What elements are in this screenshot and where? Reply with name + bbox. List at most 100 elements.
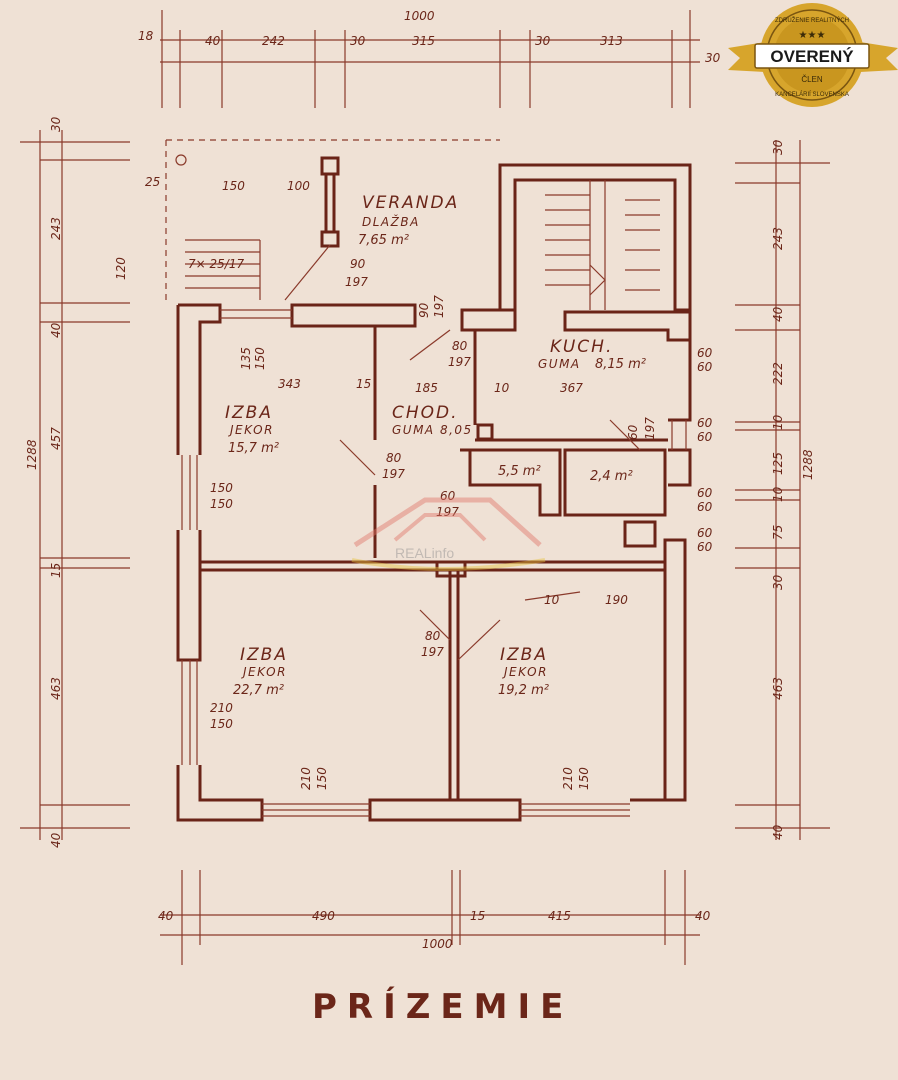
right-dimensions: 1288 30 243 40 222 10 125 10 75 30 463 4… <box>771 139 815 840</box>
dim-window: 150 <box>315 767 329 790</box>
room-izba-1: IZBA JEKOR 15,7 m² <box>225 403 279 456</box>
dim-door: 80 <box>425 629 441 643</box>
dim-left-part: 30 <box>49 116 63 132</box>
dim-bottom-part: 415 <box>548 909 571 923</box>
dim-opening: 60 <box>697 346 713 360</box>
room-floor: GUMA 8,05 <box>392 423 473 437</box>
dim-right-part: 10 <box>771 414 785 430</box>
dim-top-part: 40 <box>205 34 221 48</box>
dim-door: 60 <box>440 489 456 503</box>
dim-opening: 60 <box>697 430 713 444</box>
room-width-dimensions: 343 15 185 10 367 10 190 <box>278 377 628 607</box>
room-name: VERANDA <box>362 193 459 213</box>
dimension-lines <box>20 10 830 965</box>
dim-right-part: 30 <box>771 139 785 155</box>
dim-window: 150 <box>210 481 233 495</box>
room-veranda: VERANDA DLAŽBA 7,65 m² <box>358 193 459 248</box>
room-area: 5,5 m² <box>498 464 541 479</box>
dim-top-part: 30 <box>350 34 366 48</box>
room-area: 7,65 m² <box>358 233 409 248</box>
badge-sub: ČLEN <box>801 75 823 84</box>
dim-opening: 60 <box>697 540 713 554</box>
room-name: IZBA <box>225 403 273 423</box>
dim-top-total: 1000 <box>404 9 435 23</box>
room-area: 8,15 m² <box>595 357 646 372</box>
dim-door: 197 <box>448 355 471 369</box>
dim-veranda: 100 <box>287 179 310 193</box>
room-area: 19,2 m² <box>498 683 549 698</box>
room-name: IZBA <box>500 645 548 665</box>
room-floor: JEKOR <box>241 665 287 679</box>
dim-door: 197 <box>421 645 444 659</box>
stairs-label: 7× 25/17 <box>188 257 244 271</box>
dim-room: 10 <box>544 593 560 607</box>
dim-left-total: 1288 <box>25 439 39 470</box>
dim-right-part: 40 <box>771 306 785 322</box>
dim-bottom-part: 40 <box>695 909 711 923</box>
room-floor: JEKOR <box>502 665 548 679</box>
badge-main: OVERENÝ <box>770 47 854 66</box>
badge-bottom-ring: KANCELÁRIÍ SLOVENSKA <box>775 91 849 98</box>
window-dimensions: 135 150 150 150 210 150 210 150 210 150 <box>210 347 591 790</box>
dim-right-part: 75 <box>771 525 785 540</box>
dim-opening: 60 <box>697 486 713 500</box>
badge-top-ring: ZDRUŽENIE REALITNÝCH <box>775 16 849 24</box>
dim-right-part: 30 <box>771 574 785 590</box>
dim-room: 190 <box>605 593 628 607</box>
dim-top-part: 18 <box>138 29 154 43</box>
veranda-dimensions: 25 150 100 7× 25/17 <box>145 175 310 271</box>
dim-right-part: 125 <box>771 452 785 475</box>
room-floor: DLAŽBA <box>362 214 420 229</box>
dim-room: 10 <box>494 381 510 395</box>
dim-opening: 60 <box>697 500 713 514</box>
dim-top-part: 30 <box>535 34 551 48</box>
dim-door: 197 <box>643 417 657 440</box>
windows <box>181 309 687 817</box>
dim-veranda: 25 <box>145 175 160 189</box>
dim-window: 150 <box>577 767 591 790</box>
room-area: 22,7 m² <box>233 683 284 698</box>
dim-door: 80 <box>386 451 402 465</box>
room-name: IZBA <box>240 645 288 665</box>
dim-opening: 60 <box>697 526 713 540</box>
room-floor: JEKOR <box>228 423 274 437</box>
verified-member-badge: OVERENÝ ★★★ ČLEN ZDRUŽENIE REALITNÝCH KA… <box>728 3 898 107</box>
dim-opening: 60 <box>697 416 713 430</box>
room-kitchen: KUCH. GUMA 8,15 m² <box>538 337 646 372</box>
room-floor: GUMA <box>538 357 581 371</box>
dim-left-part: 457 <box>49 427 63 450</box>
dim-door: 90 <box>350 257 366 271</box>
room-izba-3: IZBA JEKOR 19,2 m² <box>498 645 549 698</box>
walls <box>165 139 692 822</box>
dim-door: 197 <box>382 467 405 481</box>
dim-left-part: 40 <box>49 322 63 338</box>
dim-left-part: 40 <box>49 832 63 848</box>
dim-room: 15 <box>356 377 371 391</box>
dim-window: 210 <box>210 701 233 715</box>
dim-window: 150 <box>210 717 233 731</box>
watermark: REALinfo <box>351 497 546 571</box>
dim-window: 150 <box>253 347 267 370</box>
dim-door: 80 <box>452 339 468 353</box>
dim-window: 210 <box>299 767 313 790</box>
dim-bottom-part: 490 <box>312 909 335 923</box>
dim-room: 367 <box>560 381 583 395</box>
dim-veranda: 150 <box>222 179 245 193</box>
door-swings <box>284 244 641 661</box>
dim-window: 135 <box>239 347 253 370</box>
dim-left-part: 463 <box>49 677 63 700</box>
dim-bottom-part: 40 <box>158 909 174 923</box>
dim-right-total: 1288 <box>801 449 815 480</box>
dim-opening: 60 <box>697 360 713 374</box>
dim-room: 185 <box>415 381 438 395</box>
dim-top-part: 313 <box>600 34 623 48</box>
top-dimensions: 1000 18 40 242 30 315 30 313 30 <box>138 9 721 65</box>
room-name: KUCH. <box>550 337 613 357</box>
room-wc: 2,4 m² <box>590 469 633 484</box>
room-area: 15,7 m² <box>228 441 279 456</box>
bottom-dimensions: 40 490 15 415 40 1000 <box>158 909 711 951</box>
dim-top-part: 315 <box>412 34 435 48</box>
dim-door: 90 <box>417 302 431 318</box>
left-dimensions: 1288 30 243 40 457 15 463 40 120 <box>25 116 128 848</box>
dim-door: 197 <box>345 275 368 289</box>
